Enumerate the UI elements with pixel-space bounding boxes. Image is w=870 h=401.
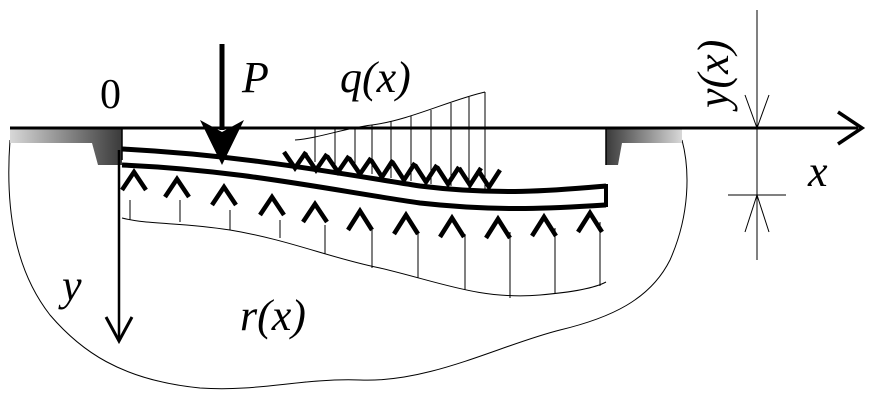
force-p-arrowhead bbox=[200, 120, 244, 165]
y-axis-arrowhead bbox=[104, 316, 134, 345]
r-reaction-envelope bbox=[121, 217, 607, 297]
x-axis-label: x bbox=[807, 147, 828, 196]
deflection-dimension bbox=[728, 10, 786, 260]
beam-top-edge bbox=[121, 146, 607, 194]
right-support-pad bbox=[606, 128, 682, 165]
reaction-label: r(x) bbox=[240, 291, 306, 340]
soil-boundary bbox=[8, 139, 688, 390]
x-axis-arrowhead bbox=[837, 110, 866, 146]
origin-label: 0 bbox=[100, 72, 121, 118]
distributed-load-label: q(x) bbox=[340, 53, 411, 102]
y-axis-label: y bbox=[58, 261, 82, 310]
q-load-envelope bbox=[294, 91, 486, 141]
force-label: P bbox=[241, 53, 269, 102]
r-reaction-chevrons bbox=[120, 167, 604, 240]
left-support-pad bbox=[10, 128, 122, 165]
r-reaction-hatch bbox=[129, 200, 601, 298]
beam-bottom-edge bbox=[121, 162, 607, 212]
deflection-label: y(x) bbox=[689, 40, 738, 112]
